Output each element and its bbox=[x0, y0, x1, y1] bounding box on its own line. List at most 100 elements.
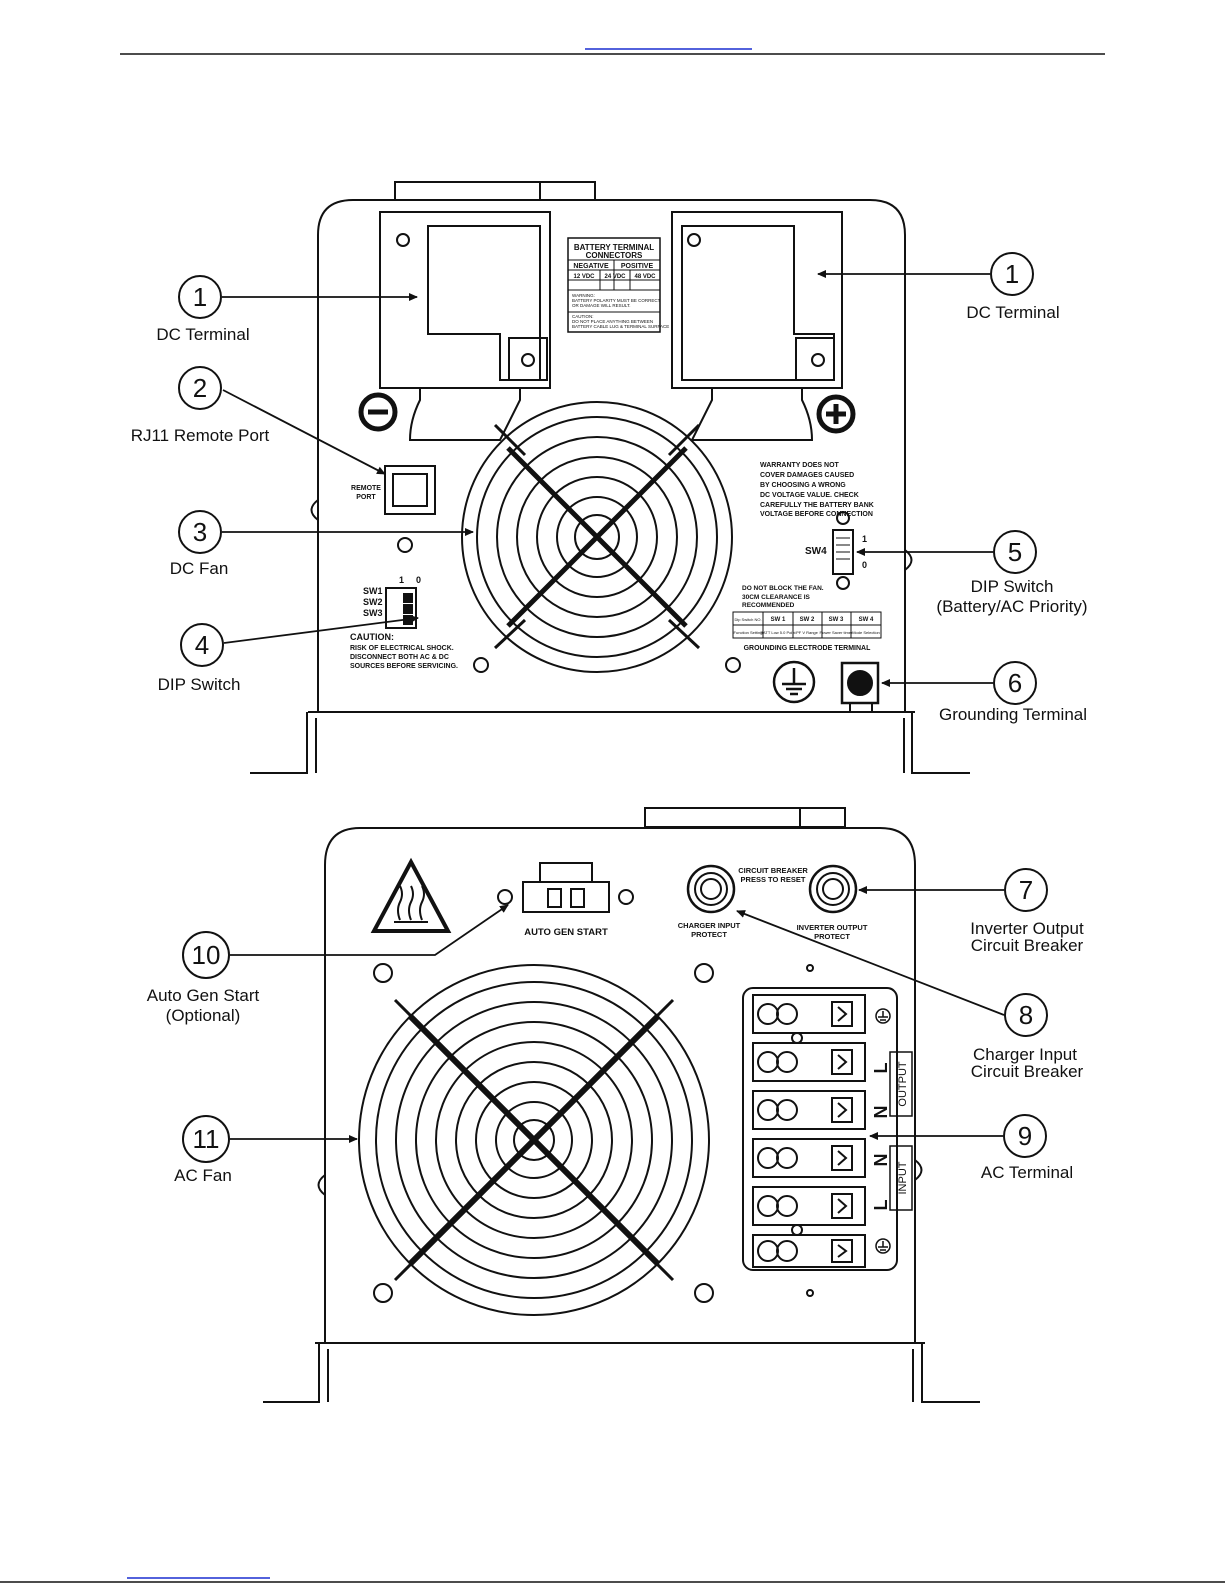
sw4-on: 1 bbox=[862, 534, 867, 544]
battery-24vdc: 24 VDC bbox=[604, 274, 626, 280]
sw4-off: 0 bbox=[862, 560, 867, 570]
ac-fan bbox=[358, 964, 710, 1316]
battery-title-2: CONNECTORS bbox=[586, 251, 643, 260]
callout-circles bbox=[178, 252, 1048, 1163]
callout-6 bbox=[993, 661, 1037, 705]
battery-label-box bbox=[567, 237, 661, 333]
warranty-6: VOLTAGE BEFORE CONNECTION bbox=[760, 511, 873, 518]
fan-note-2: 30CM CLEARANCE IS bbox=[742, 594, 811, 601]
dip-table-h1: SW 1 bbox=[771, 617, 786, 623]
battery-48vdc: 48 VDC bbox=[634, 274, 656, 280]
screw-icon bbox=[396, 233, 410, 247]
callout-num-10: 10 bbox=[192, 940, 221, 970]
screw-icon bbox=[694, 1283, 714, 1303]
fan-note-3: RECOMMENDED bbox=[742, 602, 795, 609]
dip-sw3: SW3 bbox=[363, 608, 383, 618]
warranty-2: COVER DAMAGES CAUSED bbox=[760, 472, 854, 479]
battery-caution-3: BATTERY CABLE LUG & TERMINAL SURFACE bbox=[572, 324, 669, 329]
callout-label-8-line1: Charger Input bbox=[973, 1045, 1077, 1064]
remote-port-label-2: PORT bbox=[356, 494, 376, 501]
dip-switch-left bbox=[385, 587, 417, 629]
callout-label-9: AC Terminal bbox=[981, 1163, 1073, 1182]
callout-label-6: Grounding Terminal bbox=[939, 705, 1087, 724]
dip-table-r0: Function Setting bbox=[734, 630, 763, 635]
inverter-protect-2: PROTECT bbox=[814, 932, 850, 941]
callout-num-4: 4 bbox=[195, 630, 209, 660]
battery-12vdc: 12 VDC bbox=[573, 274, 595, 280]
screw-icon bbox=[811, 353, 825, 367]
output-label-box bbox=[889, 1051, 913, 1117]
callout-label-2: RJ11 Remote Port bbox=[131, 426, 270, 445]
input-label: INPUT bbox=[897, 1161, 909, 1194]
dip-table-r3: Power Saver timer bbox=[820, 630, 854, 635]
dip-table-h0: Dip Switch NO. bbox=[734, 617, 761, 622]
callout-7 bbox=[1004, 868, 1048, 912]
callout-num-9: 9 bbox=[1018, 1121, 1032, 1151]
callout-1a bbox=[178, 275, 222, 319]
callout-label-11: AC Fan bbox=[174, 1166, 232, 1185]
callout-label-3: DC Fan bbox=[170, 559, 229, 578]
callout-num-5: 5 bbox=[1008, 537, 1022, 567]
hot-surface-warning-icon bbox=[370, 857, 452, 933]
callout-11 bbox=[182, 1115, 230, 1163]
screw-icon bbox=[473, 657, 489, 673]
callout-label-7-line2: Circuit Breaker bbox=[971, 936, 1084, 955]
callout-num-3: 3 bbox=[193, 517, 207, 547]
screw-icon bbox=[694, 963, 714, 983]
ac-foot-left bbox=[263, 1343, 320, 1403]
callout-label-1b: DC Terminal bbox=[966, 303, 1059, 322]
callout-numbers: 1 1 2 3 4 5 6 7 8 9 10 11 bbox=[192, 259, 1034, 1154]
dc-top-switch bbox=[394, 181, 596, 201]
dip-table-h3: SW 3 bbox=[829, 617, 844, 623]
dc-terminal-negative bbox=[379, 211, 551, 389]
screw-icon bbox=[397, 537, 413, 553]
dc-panel bbox=[250, 181, 970, 774]
screw-icon bbox=[373, 963, 393, 983]
dip-col-0: 0 bbox=[416, 575, 421, 585]
auto-gen-connector bbox=[522, 881, 610, 913]
dip-sw2: SW2 bbox=[363, 597, 383, 607]
callout-num-1b: 1 bbox=[1005, 259, 1019, 289]
charger-input-breaker bbox=[686, 864, 736, 914]
dc-panel-text: BATTERY TERMINAL CONNECTORS NEGATIVE POS… bbox=[350, 243, 880, 670]
circuit-breaker-label-2: PRESS TO RESET bbox=[741, 875, 806, 884]
ac-terminal-block bbox=[742, 987, 898, 1271]
callout-1b bbox=[990, 252, 1034, 296]
plus-icon bbox=[816, 394, 856, 434]
battery-warning-3: OR DAMAGE WILL RESULT. bbox=[572, 303, 631, 308]
dip-table-r4: Mode Selection bbox=[852, 630, 880, 635]
fan-note-1: DO NOT BLOCK THE FAN. bbox=[742, 585, 824, 592]
inverter-protect-1: INVERTER OUTPUT bbox=[797, 923, 868, 932]
caution-2: RISK OF ELECTRICAL SHOCK. bbox=[350, 645, 454, 652]
ac-panel-text: AUTO GEN START CIRCUIT BREAKER PRESS TO … bbox=[524, 866, 909, 1211]
remote-port-label-1: REMOTE bbox=[351, 485, 381, 492]
auto-gen-label: AUTO GEN START bbox=[524, 927, 608, 938]
ac-panel bbox=[263, 807, 980, 1403]
callout-label-5-line1: DIP Switch bbox=[971, 577, 1054, 596]
dip-table-h4: SW 4 bbox=[859, 617, 874, 623]
dc-chassis bbox=[317, 199, 906, 712]
screw-icon bbox=[687, 233, 701, 247]
inverter-output-breaker bbox=[808, 864, 858, 914]
ac-chassis bbox=[324, 827, 916, 1343]
callout-num-11: 11 bbox=[193, 1124, 220, 1154]
ground-icon bbox=[875, 1238, 891, 1254]
callout-label-5-line2: (Battery/AC Priority) bbox=[936, 597, 1087, 616]
callout-10 bbox=[182, 931, 230, 979]
dc-foot-right bbox=[911, 712, 970, 774]
caution-3: DISCONNECT BOTH AC & DC bbox=[350, 654, 449, 661]
input-label-box bbox=[889, 1145, 913, 1211]
sw4-label: SW4 bbox=[805, 546, 827, 557]
battery-caution-2: DO NOT PLACE ANYTHING BETWEEN bbox=[572, 319, 653, 324]
battery-warning-1: WARNING: bbox=[572, 293, 595, 298]
warranty-5: CAREFULLY THE BATTERY BANK bbox=[760, 502, 874, 509]
callout-2 bbox=[178, 366, 222, 410]
terminal-letter-input-l: L bbox=[871, 1200, 891, 1211]
ac-top-switch bbox=[644, 807, 846, 828]
callout-labels: DC Terminal DC Terminal RJ11 Remote Port… bbox=[131, 303, 1088, 1185]
dip-col-1: 1 bbox=[399, 575, 404, 585]
screw-icon bbox=[725, 657, 741, 673]
callout-8 bbox=[1004, 993, 1048, 1037]
screw-icon bbox=[521, 353, 535, 367]
